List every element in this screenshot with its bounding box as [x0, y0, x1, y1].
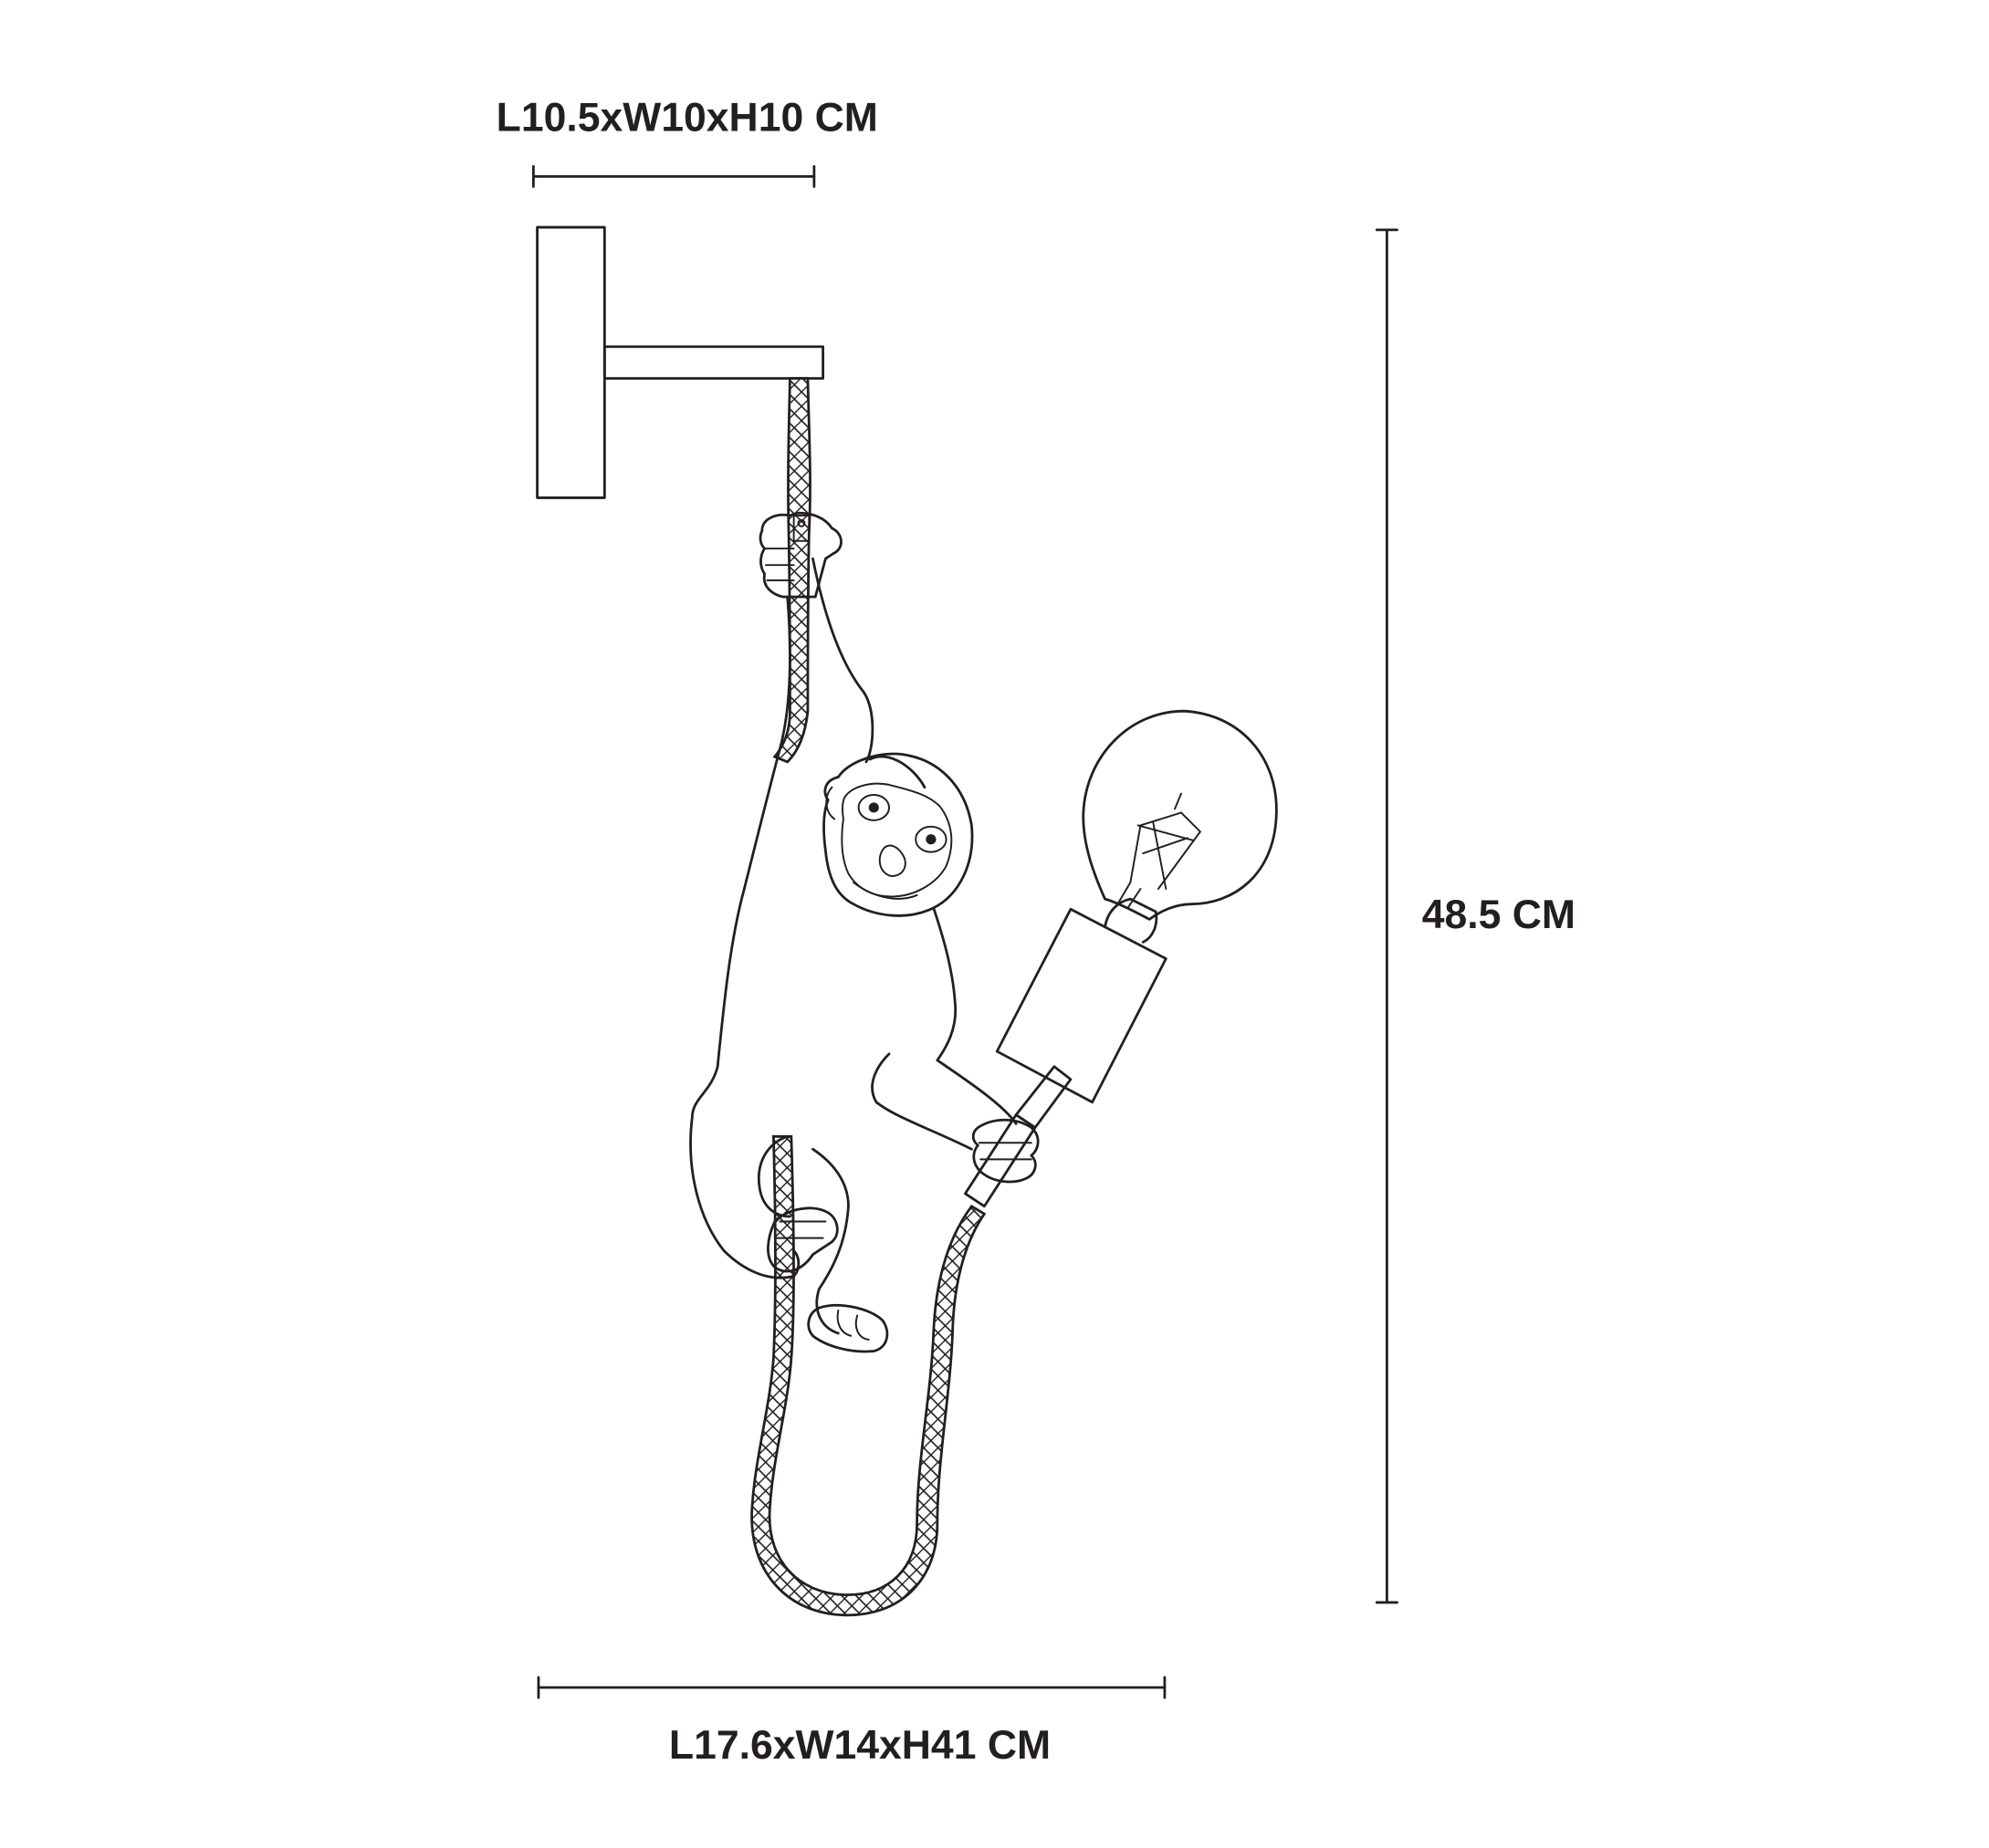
monkey-foot-toes — [836, 1309, 870, 1341]
upper-cord-braid — [772, 377, 811, 764]
bracket-dimension: L10.5xW10xH10 CM — [497, 95, 878, 188]
monkey-nose — [878, 844, 906, 878]
monkey-back — [689, 887, 801, 1279]
monkey-head-outline — [822, 752, 974, 917]
lamp-filament-cage — [1129, 811, 1202, 890]
monkey-thigh-inner — [757, 1134, 791, 1218]
bracket-dimension-label: L10.5xW10xH10 CM — [497, 95, 878, 140]
monkey-shoulder — [868, 755, 926, 789]
monkey-lower-hand — [767, 1206, 839, 1273]
monkey-chest — [932, 906, 1018, 1125]
monkey-upper-hand — [759, 511, 843, 599]
lamp-filament-wires — [1136, 792, 1195, 890]
monkey-lower-hand-fingers — [773, 1220, 827, 1239]
height-dimension: 48.5 CM — [1375, 228, 1575, 1604]
monkey-face — [841, 782, 953, 898]
monkey-eye-left — [857, 794, 890, 821]
wall-bracket — [536, 225, 825, 499]
monkey-lamp-arm — [871, 1052, 973, 1151]
monkey-figure — [689, 511, 1040, 1353]
monkey-cord-clip-rivet — [797, 518, 806, 527]
lamp-stem-upper — [1014, 1065, 1073, 1129]
lamp-bulb — [1082, 709, 1278, 921]
monkey-foot — [807, 1304, 889, 1353]
lower-cord-braid — [750, 1134, 987, 1617]
monkey-cord-clip — [792, 514, 811, 542]
monkey-pupil-left — [868, 802, 879, 813]
monkey-arm-right-edge — [811, 557, 874, 764]
lower-cord — [750, 1134, 987, 1617]
monkey-leg — [811, 1147, 850, 1335]
monkey-mouth — [853, 882, 918, 900]
monkey-lamp-hand — [971, 1118, 1040, 1184]
monkey-upper-hand-fingers — [765, 548, 795, 581]
lamp-filament-base — [1116, 882, 1142, 909]
lamp-assembly — [964, 709, 1278, 1208]
monkey-ear — [825, 786, 836, 820]
monkey-lamp-hand-fingers — [978, 1142, 1032, 1161]
lamp-bulb-neck — [1104, 897, 1158, 944]
bracket-arm — [602, 345, 825, 381]
lamp-socket — [995, 907, 1167, 1104]
height-dimension-label: 48.5 CM — [1422, 893, 1575, 937]
wall-plate — [536, 225, 606, 499]
upper-cord — [772, 377, 811, 764]
monkey-eye-right — [915, 825, 947, 853]
body-dimension-label: L17.6xW14xH41 CM — [669, 1723, 1051, 1768]
body-dimension: L17.6xW14xH41 CM — [537, 1676, 1167, 1768]
monkey-pupil-right — [926, 834, 937, 845]
monkey-arm-left-edge — [742, 595, 791, 891]
